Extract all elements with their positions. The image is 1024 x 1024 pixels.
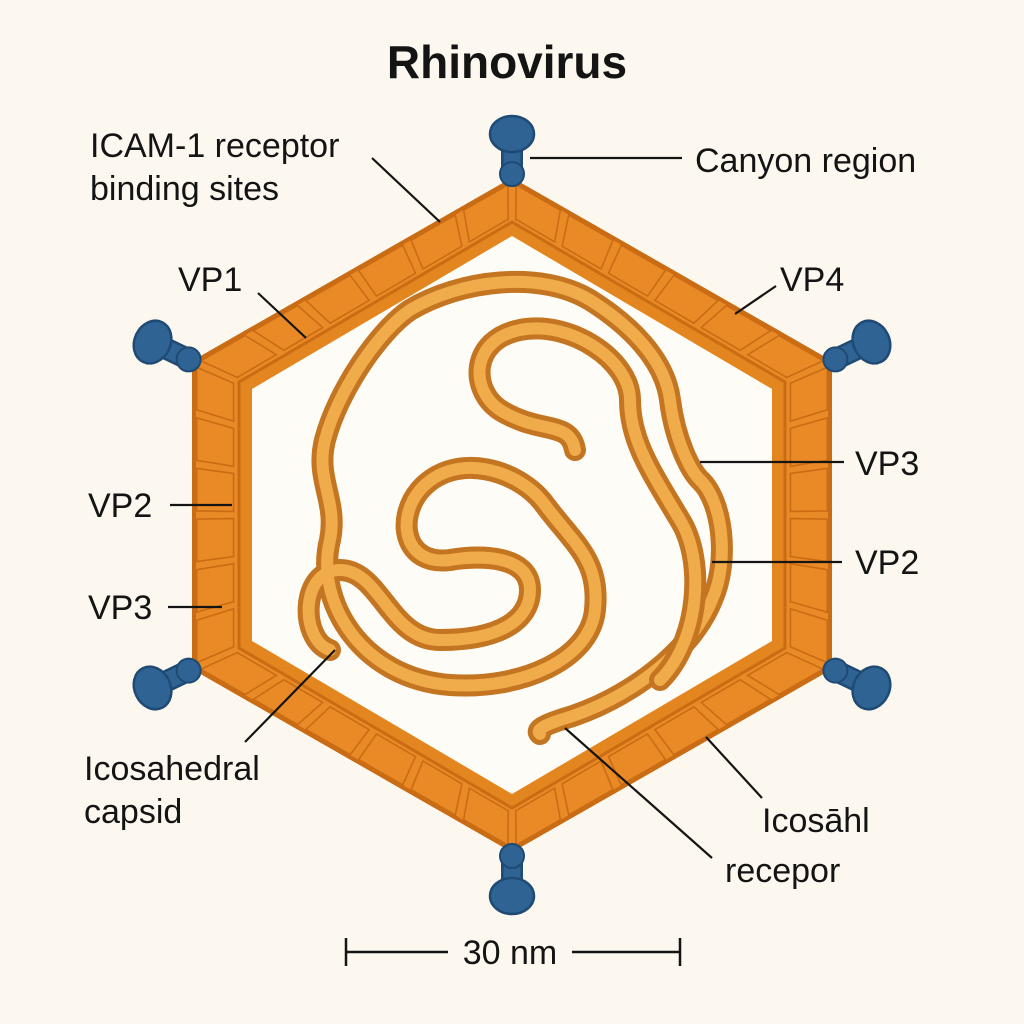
capsid-protein-segment <box>462 786 510 847</box>
leader-vp1 <box>257 292 307 339</box>
capsid-protein-segment <box>304 705 371 756</box>
capsid-protein-segment <box>410 213 463 271</box>
capsid-protein-segment <box>653 274 720 325</box>
icam1-receptor <box>132 319 202 373</box>
rna-strand <box>302 275 728 740</box>
receptor-head <box>851 319 892 365</box>
diagram-title: Rhinovirus <box>387 36 627 88</box>
capsid-protein-segment <box>195 416 235 468</box>
leader-recepor <box>564 727 713 859</box>
labels: ICAM-1 receptor binding sites Canyon reg… <box>84 127 919 890</box>
icam1-receptor <box>488 843 536 916</box>
icam1-receptor <box>132 657 202 711</box>
capsid-protein-segment <box>607 244 667 298</box>
capsid-protein-segment <box>357 244 417 298</box>
icam1-receptors <box>132 114 892 916</box>
capsid-protein-segment <box>699 678 773 726</box>
capsid-protein-segment <box>789 366 829 423</box>
capsid-protein-segment <box>251 304 325 352</box>
capsid-protein-segment <box>514 183 562 244</box>
capsid-protein-segment <box>746 334 825 379</box>
capsid-protein-segment <box>514 786 562 847</box>
capsid-protein-segment <box>195 562 235 614</box>
label-capsid-line1: Icosahedral <box>84 750 260 788</box>
capsid-protein-segment <box>789 467 829 513</box>
receptor-head <box>488 114 536 154</box>
leader-lines <box>168 156 844 859</box>
label-vp2-left: VP2 <box>88 487 152 525</box>
capsid-protein-segment <box>195 467 235 513</box>
receptor-base <box>499 161 525 187</box>
label-canyon: Canyon region <box>695 142 916 180</box>
icam1-receptor <box>488 114 536 187</box>
capsid-protein-segment <box>653 705 720 756</box>
label-icam-line1: ICAM-1 receptor <box>90 127 339 165</box>
capsid-protein-segment <box>357 732 417 786</box>
capsid-protein-segment <box>746 651 825 696</box>
icam1-receptor <box>822 657 892 711</box>
receptor-base <box>499 843 525 869</box>
leader-capsid <box>244 649 336 743</box>
leader-vp4 <box>734 285 777 315</box>
capsid-protein-segment <box>304 274 371 325</box>
receptor-base <box>822 657 849 684</box>
capsid-protein-segment <box>789 607 829 664</box>
capsid-protein-segment <box>561 213 614 271</box>
receptor-head <box>488 876 536 916</box>
receptor-base <box>175 346 202 373</box>
rna-genome <box>297 270 733 745</box>
label-recepor: recepor <box>725 852 840 890</box>
receptor-head <box>132 665 173 711</box>
scale-bar: 30 nm <box>344 934 682 972</box>
capsid-protein-segment <box>410 759 463 817</box>
leader-icam <box>371 157 441 223</box>
label-capsid-line2: capsid <box>84 793 182 831</box>
receptor-base <box>175 657 202 684</box>
leader-icosahl <box>705 736 763 799</box>
capsid-protein-segments <box>195 183 829 847</box>
capsid-protein-segment <box>199 651 278 696</box>
capsid-protein-segment <box>789 416 829 468</box>
label-vp4: VP4 <box>780 261 844 299</box>
receptor-head <box>132 319 173 365</box>
receptor-base <box>822 346 849 373</box>
label-icosahl: Icosāhl <box>762 802 870 840</box>
capsid-protein-segment <box>251 678 325 726</box>
capsid-protein-segment <box>561 759 614 817</box>
capsid-protein-segment <box>199 334 278 379</box>
receptor-head <box>851 665 892 711</box>
label-vp3-right: VP3 <box>855 445 919 483</box>
capsid-protein-segment <box>699 304 773 352</box>
label-vp2-right: VP2 <box>855 544 919 582</box>
capsid-protein-segment <box>607 732 667 786</box>
icam1-receptor <box>822 319 892 373</box>
capsid-protein-segment <box>195 366 235 423</box>
rna-strand-inner <box>473 322 702 686</box>
scale-bar-label: 30 nm <box>463 934 558 972</box>
capsid-protein-segment <box>789 562 829 614</box>
label-vp1: VP1 <box>178 261 242 299</box>
capsid-protein-segment <box>195 517 235 563</box>
capsid-protein-segment <box>789 517 829 563</box>
capsid-protein-segment <box>462 183 510 244</box>
capsid-protein-segment <box>195 607 235 664</box>
label-vp3-left: VP3 <box>88 589 152 627</box>
label-icam-line2: binding sites <box>90 170 279 208</box>
